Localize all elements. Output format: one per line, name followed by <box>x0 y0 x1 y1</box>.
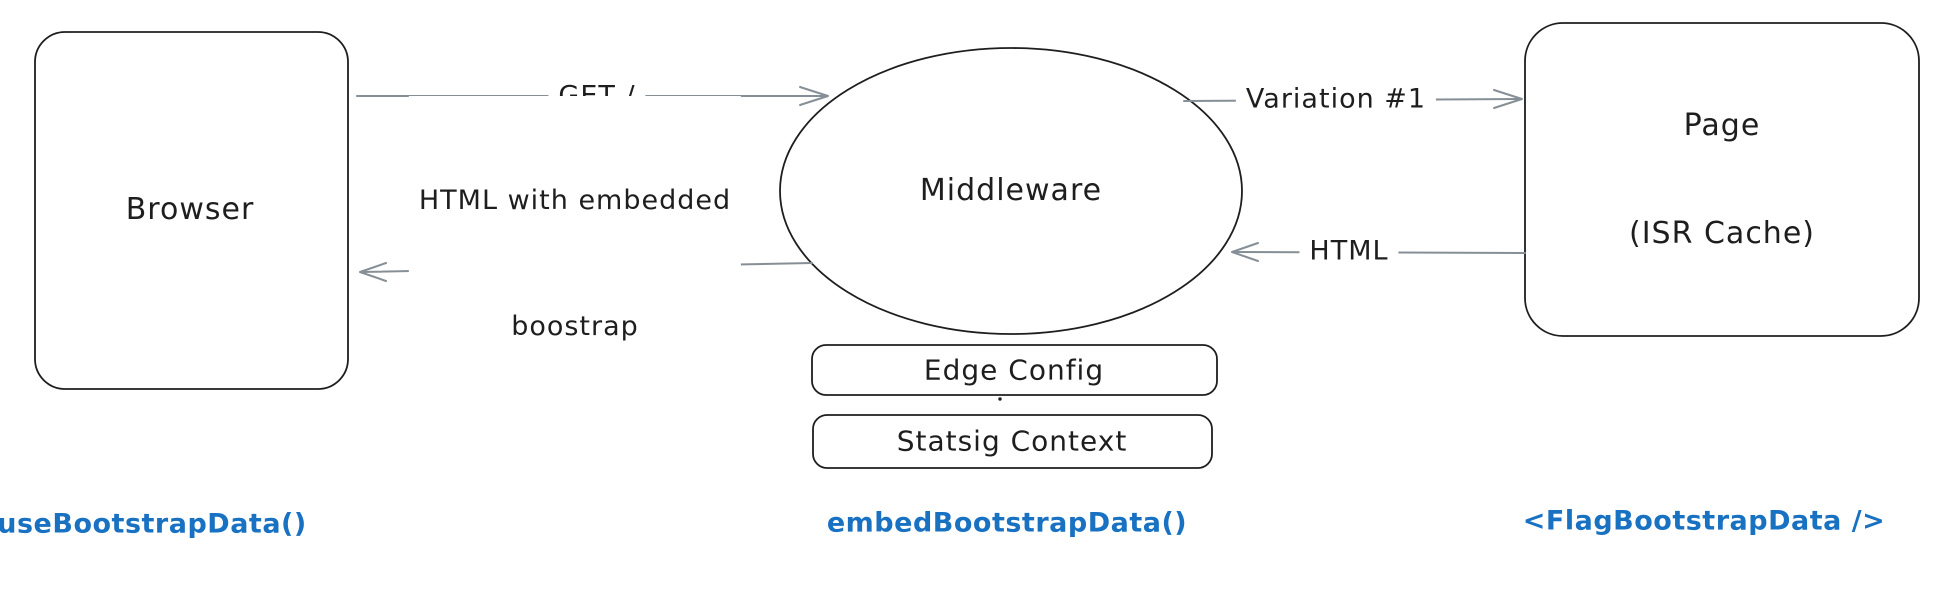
middleware-node-shape <box>779 47 1243 335</box>
page-node-shape <box>1524 22 1920 337</box>
use-bootstrap-data-annotation: useBootstrapData() <box>0 508 307 540</box>
edge-config-shape <box>811 344 1218 396</box>
embed-bootstrap-data-annotation: embedBootstrapData() <box>826 507 1188 539</box>
page-node-label-line1: Page <box>1683 108 1761 143</box>
statsig-context-shape <box>812 414 1213 469</box>
html-embedded-arrow-label-line2: boostrap <box>511 311 639 342</box>
edge-config-label: Edge Config <box>923 353 1105 387</box>
html-embedded-arrow-label: HTML with embedded boostrap <box>408 96 742 432</box>
stray-dot-mark <box>998 397 1002 401</box>
page-node-label-line2: (ISR Cache) <box>1629 216 1815 251</box>
flag-bootstrap-data-annotation: <FlagBootstrapData /> <box>1522 505 1886 537</box>
browser-node-label: Browser <box>125 192 255 227</box>
variation-arrow-label: Variation #1 <box>1235 82 1437 116</box>
html-embedded-arrow-label-line1: HTML with embedded <box>418 185 732 216</box>
middleware-node-label: Middleware <box>919 173 1103 208</box>
browser-node-shape <box>34 31 349 390</box>
page-node-label: Page (ISR Cache) <box>1629 36 1815 324</box>
statsig-context-label: Statsig Context <box>896 424 1128 458</box>
html-response-arrow-label: HTML <box>1299 234 1399 268</box>
